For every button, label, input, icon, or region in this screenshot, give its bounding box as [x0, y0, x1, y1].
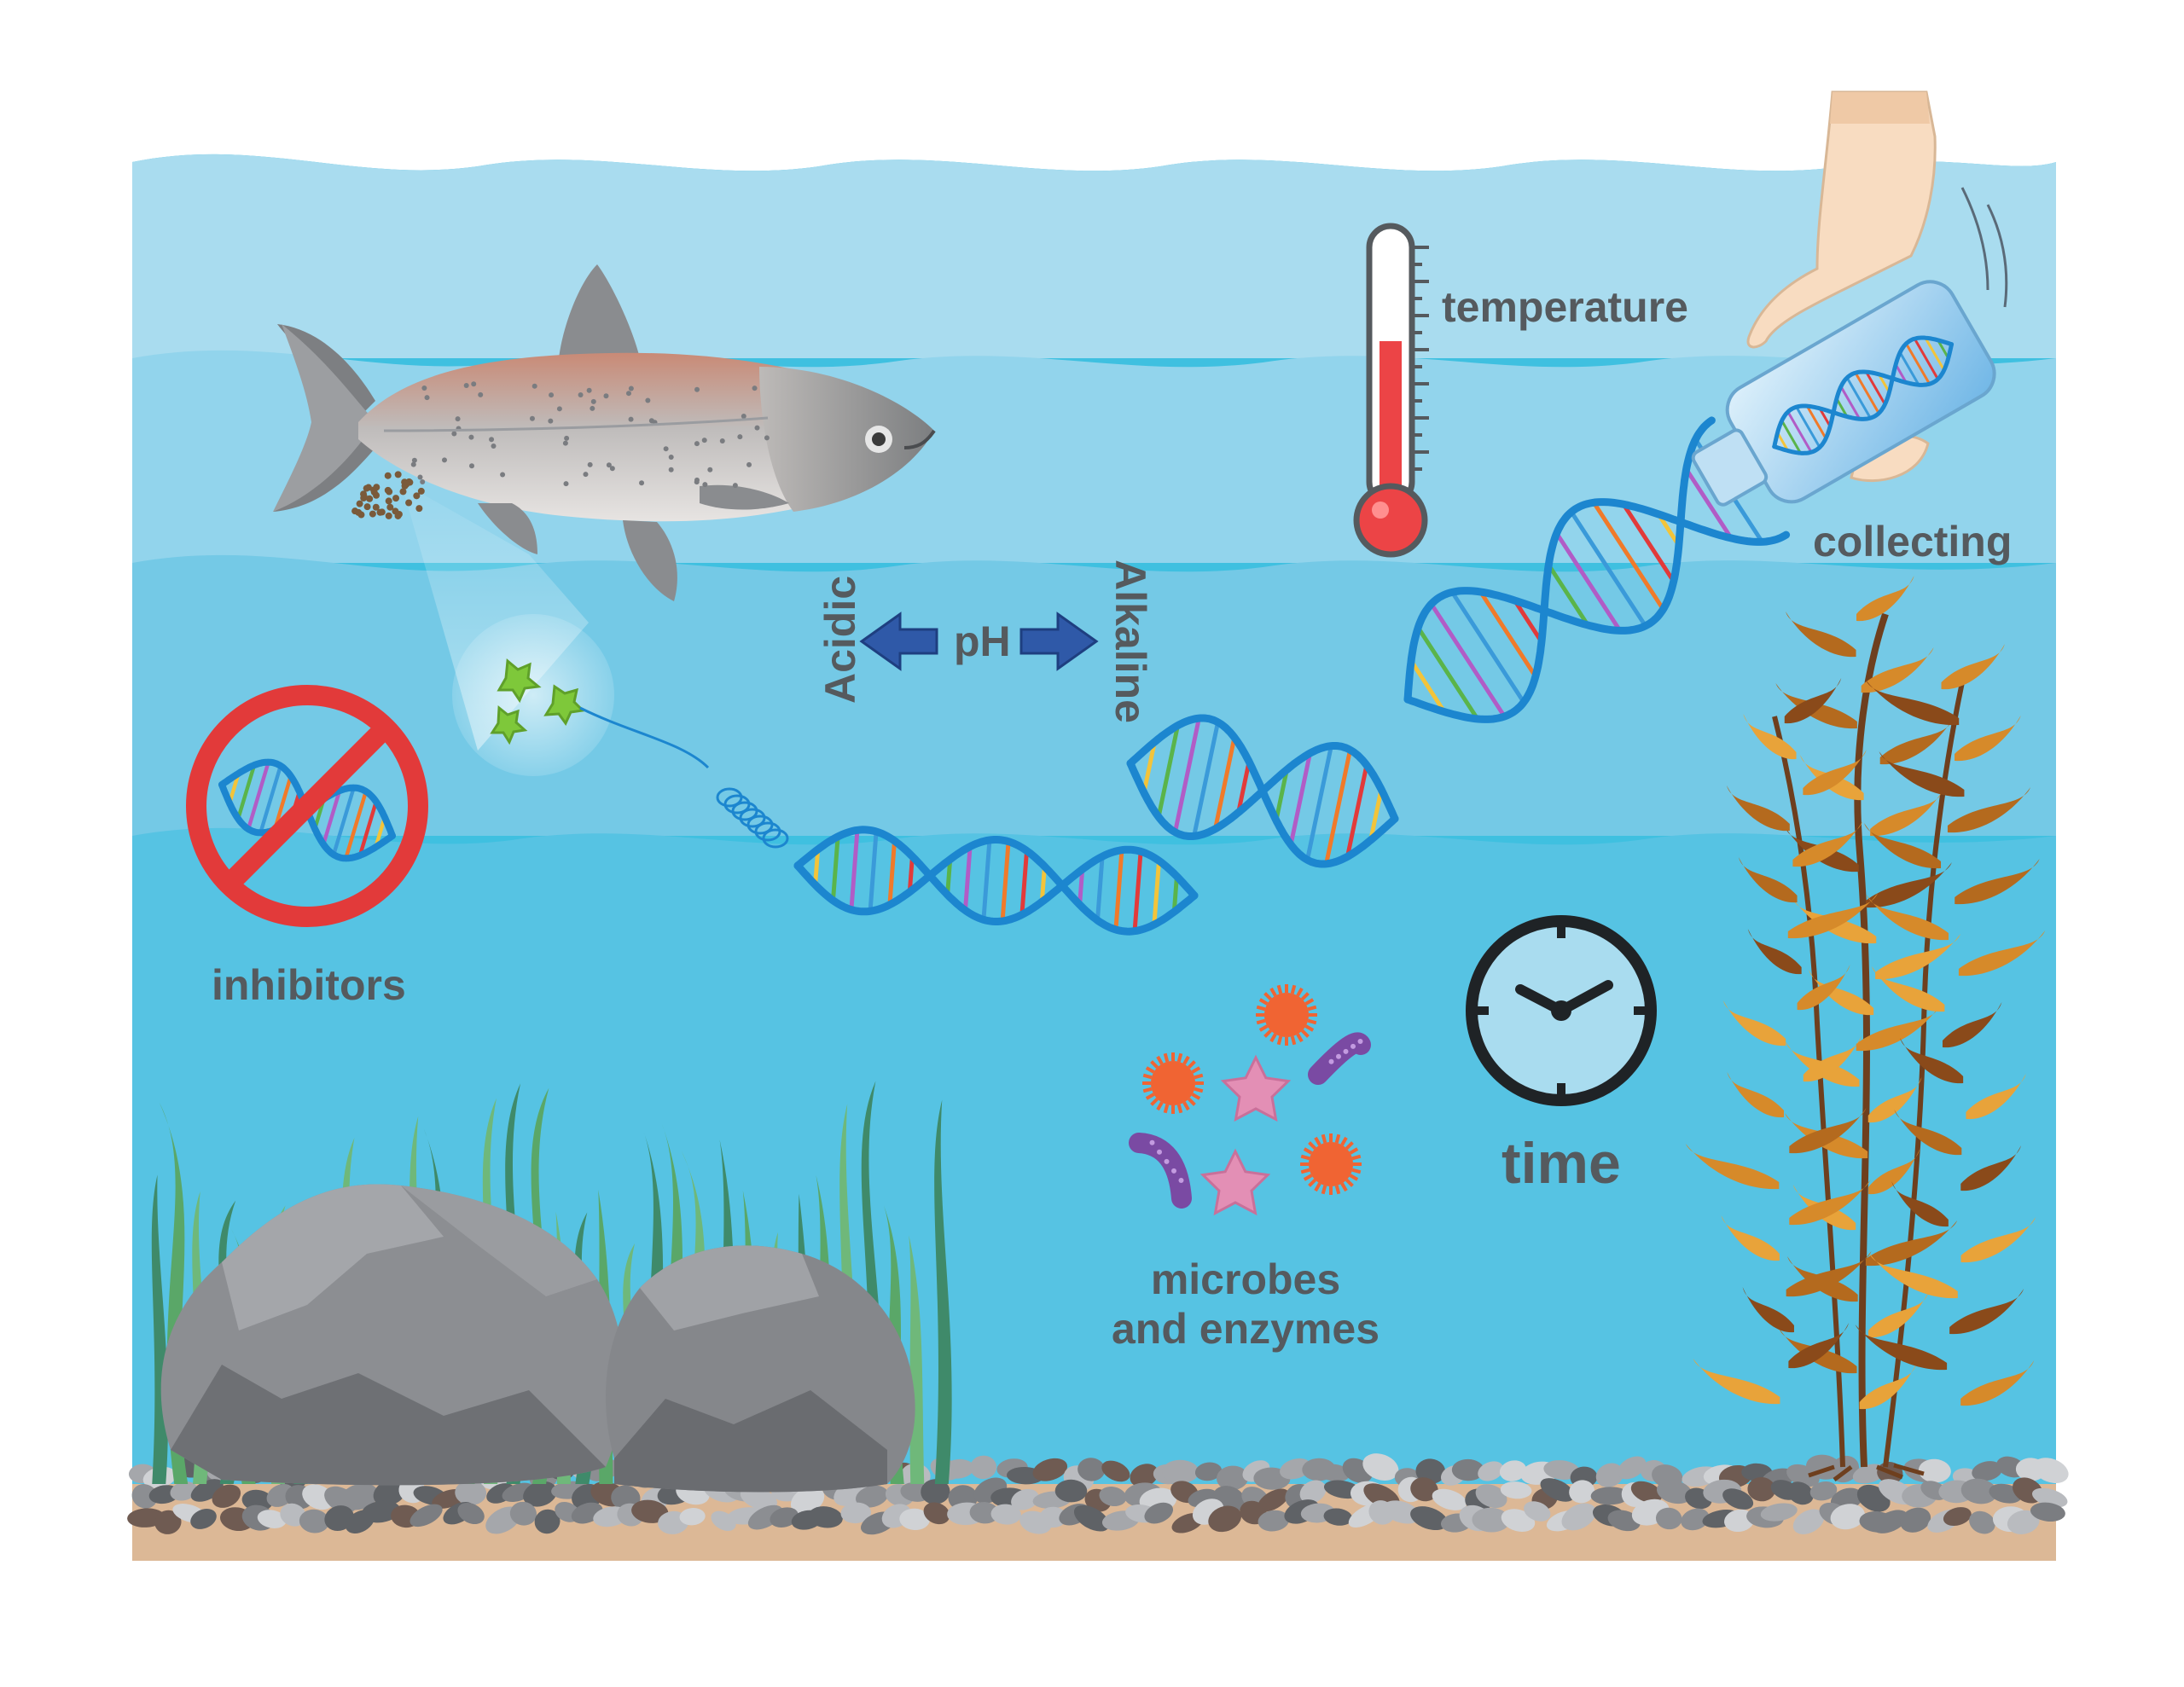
enzymes-label: and enzymes [1111, 1305, 1380, 1353]
ph-arrows [859, 612, 1099, 671]
collecting-label: collecting [1813, 518, 2013, 565]
arrow-left-icon [859, 612, 938, 671]
arrow-right-icon [1019, 612, 1099, 671]
fish-icon [273, 264, 936, 751]
temperature-label: temperature [1442, 283, 1688, 331]
rocks-icon [160, 1184, 915, 1493]
acidic-label: Acidic [816, 575, 864, 704]
microbes-icon [1129, 984, 1371, 1216]
alkaline-label: Alkaline [1107, 559, 1154, 723]
sample-bottle-icon [1691, 280, 1996, 507]
clock-icon [1466, 915, 1657, 1106]
dna-strand-icon [793, 416, 1791, 936]
gravel-icon [127, 1453, 2069, 1561]
thermometer-icon [1353, 223, 1429, 558]
prohibition-icon [186, 685, 428, 927]
time-label: time [1502, 1131, 1621, 1196]
inhibitors-label: inhibitors [212, 961, 406, 1009]
kelp-icon [1685, 576, 2046, 1481]
edna-bubble [452, 614, 789, 849]
ph-label: pH [954, 617, 1011, 665]
microbes-label: microbes [1150, 1255, 1341, 1303]
